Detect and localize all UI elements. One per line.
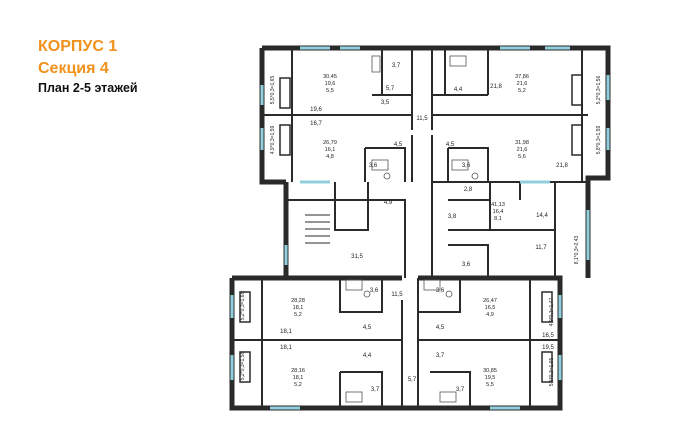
svg-text:3,6: 3,6 (462, 262, 471, 268)
svg-text:3,6: 3,6 (370, 288, 379, 294)
svg-text:18,1: 18,1 (293, 375, 304, 381)
svg-text:28,16: 28,16 (291, 368, 305, 374)
wall-outer-top (262, 45, 611, 182)
svg-text:4,9*0,3=1,59: 4,9*0,3=1,59 (270, 126, 276, 155)
svg-text:3,7: 3,7 (392, 63, 401, 69)
svg-text:5,7: 5,7 (386, 86, 395, 92)
svg-text:4,5: 4,5 (446, 142, 455, 148)
svg-text:5,5: 5,5 (486, 382, 494, 388)
svg-text:31,98: 31,98 (515, 140, 529, 146)
svg-text:19,6: 19,6 (325, 81, 336, 87)
svg-text:5,6: 5,6 (518, 154, 526, 160)
svg-text:8,1*0,3=2,43: 8,1*0,3=2,43 (574, 236, 580, 265)
svg-text:5,8*0,3=1,59: 5,8*0,3=1,59 (596, 126, 602, 155)
floors-subtitle: План 2-5 этажей (38, 81, 138, 95)
svg-text:16,5: 16,5 (542, 333, 554, 339)
svg-text:4,5: 4,5 (363, 325, 372, 331)
svg-text:5,2: 5,2 (294, 312, 302, 318)
svg-text:16,7: 16,7 (310, 121, 322, 127)
svg-text:5,7: 5,7 (408, 377, 417, 383)
svg-text:4,5: 4,5 (394, 142, 403, 148)
svg-text:5,2*0,3=1,56: 5,2*0,3=1,56 (596, 76, 602, 105)
balcony-labels: 5,5*0,3=1,65 4,9*0,3=1,59 5,2*0,3=1,56 5… (240, 76, 602, 387)
building-title: КОРПУС 1 (38, 38, 118, 55)
svg-text:5,5*0,3=1,65: 5,5*0,3=1,65 (549, 358, 555, 387)
svg-text:19,6: 19,6 (310, 107, 322, 113)
svg-text:18,1: 18,1 (280, 345, 292, 351)
svg-text:4,9: 4,9 (384, 200, 393, 206)
svg-text:18,1: 18,1 (293, 305, 304, 311)
svg-text:3,7: 3,7 (436, 353, 445, 359)
svg-text:19,5: 19,5 (485, 375, 496, 381)
svg-text:19,5: 19,5 (542, 345, 554, 351)
section-title: Секция 4 (38, 60, 109, 77)
svg-text:18,1: 18,1 (280, 329, 292, 335)
staircase (305, 214, 330, 244)
svg-text:4,5: 4,5 (436, 325, 445, 331)
svg-text:3,6: 3,6 (436, 288, 445, 294)
svg-text:5,2*0,3=1,56: 5,2*0,3=1,56 (240, 352, 246, 381)
svg-text:5,2: 5,2 (294, 382, 302, 388)
svg-text:3,5: 3,5 (381, 100, 390, 106)
svg-text:4,9*0,3=1,47: 4,9*0,3=1,47 (549, 298, 555, 327)
svg-text:2,8: 2,8 (464, 187, 473, 193)
svg-text:16,4: 16,4 (493, 209, 504, 215)
svg-text:3,7: 3,7 (371, 387, 380, 393)
svg-text:4,8: 4,8 (326, 154, 334, 160)
svg-text:21,6: 21,6 (517, 81, 528, 87)
svg-text:5,5*0,3=1,65: 5,5*0,3=1,65 (270, 76, 276, 105)
svg-text:8,1: 8,1 (494, 216, 502, 222)
svg-text:3,6: 3,6 (462, 163, 471, 169)
svg-text:26,79: 26,79 (323, 140, 337, 146)
svg-text:11,5: 11,5 (416, 116, 428, 122)
windows (230, 46, 610, 410)
svg-text:11,7: 11,7 (535, 245, 547, 251)
svg-text:14,4: 14,4 (536, 213, 548, 219)
svg-text:26,47: 26,47 (483, 298, 497, 304)
svg-text:41,13: 41,13 (491, 202, 505, 208)
svg-text:16,5: 16,5 (485, 305, 496, 311)
svg-text:31,5: 31,5 (351, 254, 363, 260)
svg-text:3,7: 3,7 (456, 387, 465, 393)
svg-text:5,5: 5,5 (326, 88, 334, 94)
svg-text:4,4: 4,4 (363, 353, 372, 359)
room-areas: 3,7 4,4 5,7 3,5 19,6 21,8 11,5 16,7 4,5 … (280, 63, 568, 393)
balconies (239, 74, 583, 383)
svg-text:37,86: 37,86 (515, 74, 529, 80)
svg-text:21,8: 21,8 (556, 163, 568, 169)
svg-text:30,45: 30,45 (323, 74, 337, 80)
svg-text:5,2: 5,2 (518, 88, 526, 94)
svg-text:4,9: 4,9 (486, 312, 494, 318)
fixtures (345, 55, 479, 403)
svg-text:30,85: 30,85 (483, 368, 497, 374)
svg-text:3,6: 3,6 (369, 163, 378, 169)
wall-bottom-left (229, 275, 402, 411)
svg-text:21,6: 21,6 (517, 147, 528, 153)
svg-text:3,8: 3,8 (448, 214, 457, 220)
svg-text:11,5: 11,5 (391, 292, 403, 298)
svg-text:16,1: 16,1 (325, 147, 336, 153)
svg-text:5,2*0,3=1,68: 5,2*0,3=1,68 (240, 292, 246, 321)
svg-text:4,4: 4,4 (454, 87, 463, 93)
svg-text:21,8: 21,8 (490, 84, 502, 90)
svg-text:28,28: 28,28 (291, 298, 305, 304)
